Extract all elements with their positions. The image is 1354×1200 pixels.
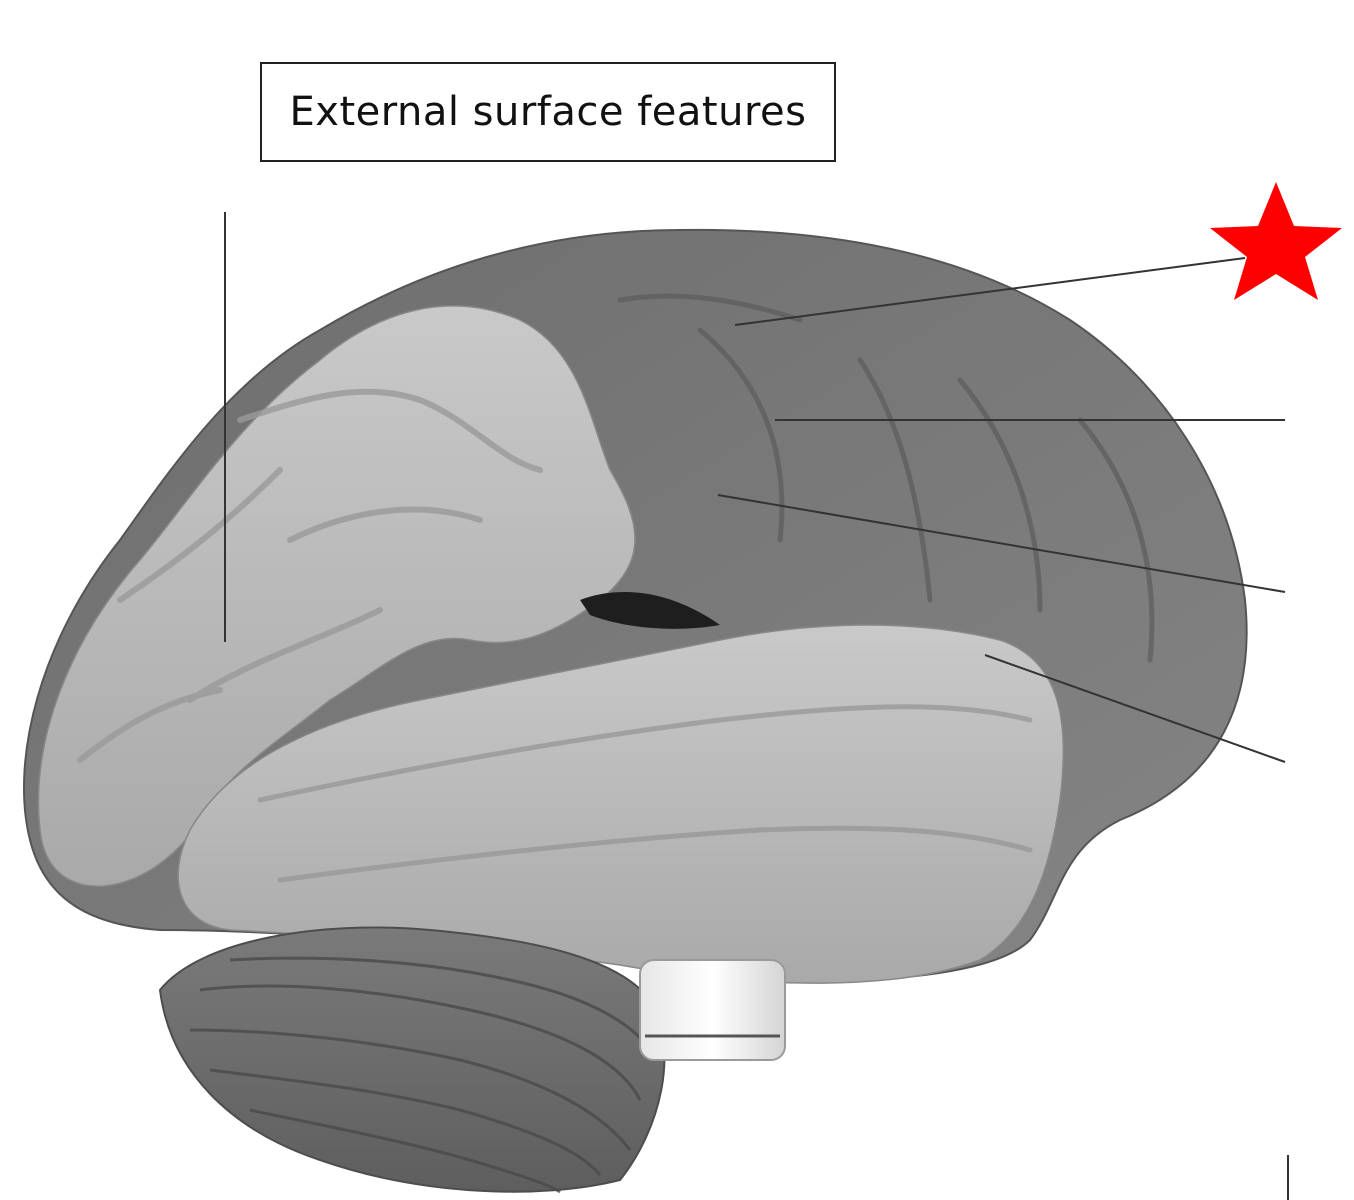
diagram-title: External surface features (289, 89, 807, 135)
temporal-gyri (257, 704, 1033, 883)
red-star-icon (1210, 182, 1342, 300)
lateral-sulcus (580, 592, 720, 629)
leader-line-3 (717, 494, 1286, 593)
cerebellum (158, 926, 666, 1193)
stem-mount (639, 959, 786, 1061)
leader-line-1 (734, 257, 1246, 326)
frontal-gyri (77, 388, 543, 763)
leader-line-4 (984, 654, 1286, 763)
posterior-gyri (617, 293, 1155, 663)
title-box: External surface features (260, 62, 836, 162)
annotation-lines (224, 212, 1289, 1200)
cerebellum-folia (189, 956, 652, 1194)
